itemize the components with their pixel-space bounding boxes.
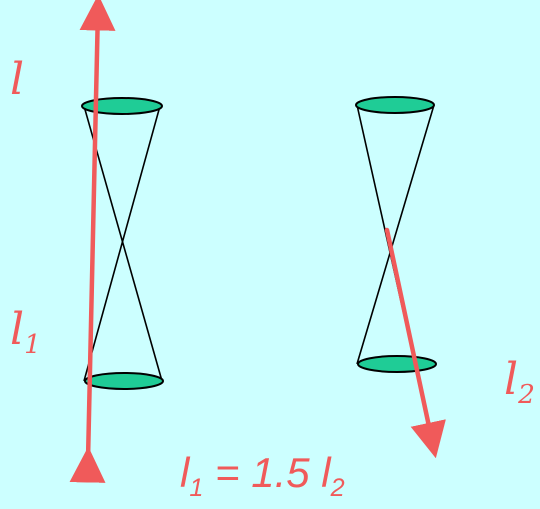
right-cone-line-b	[356, 104, 435, 365]
label-l2-base: l	[504, 354, 519, 405]
label-l: l	[10, 58, 24, 102]
label-l2: l2	[504, 358, 535, 409]
right-top-disc	[355, 96, 435, 114]
label-l2-subscript: 2	[518, 379, 535, 411]
label-l-text: l	[10, 54, 25, 105]
equation-rhs-subscript: 2	[330, 473, 345, 502]
equation-lhs-base: l	[180, 449, 190, 496]
label-l1-base: l	[10, 304, 25, 355]
right-double-cone	[355, 96, 437, 373]
right-bottom-disc	[357, 355, 437, 373]
left-double-arrow	[69, 0, 116, 483]
equation-coefficient: 1.5	[251, 449, 310, 496]
label-l1-subscript: 1	[24, 329, 41, 361]
equation-operator: =	[215, 449, 240, 496]
equation: l1 = 1.5 l2	[180, 452, 345, 501]
right-arrow	[384, 227, 446, 459]
equation-lhs-subscript: 1	[189, 473, 204, 502]
left-bottom-disc	[84, 372, 164, 390]
equation-rhs-base: l	[321, 449, 331, 496]
label-l1: l1	[10, 308, 41, 359]
